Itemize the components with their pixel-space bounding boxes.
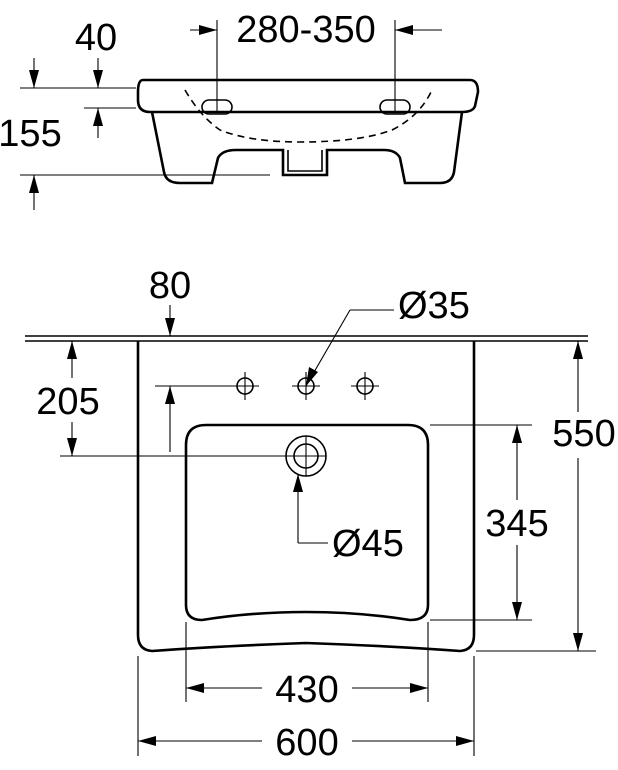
dim-top-offset: 40	[75, 17, 117, 59]
dim-depth: 550	[552, 413, 615, 455]
basin-top-outline	[136, 341, 476, 653]
dim-tap-hole-diameter: Ø35	[398, 285, 470, 327]
dim-bowl-width: 430	[275, 669, 338, 711]
basin-side-body	[150, 111, 464, 185]
basin-side-rim	[136, 78, 480, 114]
tap-hole-left	[231, 372, 259, 400]
side-view: 280-350 40 155	[0, 9, 480, 210]
dim-width: 600	[275, 722, 338, 764]
top-view: 80 Ø35 205 Ø45 550	[25, 265, 616, 764]
dim-hole-offset: 80	[149, 265, 191, 307]
dim-hole-depth: 205	[36, 381, 99, 423]
basin-hidden-bowl	[184, 89, 433, 143]
dim-tap-spacing: 280-350	[236, 9, 375, 51]
dim-height: 155	[0, 113, 62, 155]
basin-bowl	[184, 423, 430, 622]
dim-bowl-depth: 345	[485, 503, 548, 545]
basin-waste-outlet	[287, 150, 323, 172]
tap-hole-right	[351, 372, 379, 400]
dim-waste-diameter: Ø45	[332, 523, 404, 565]
